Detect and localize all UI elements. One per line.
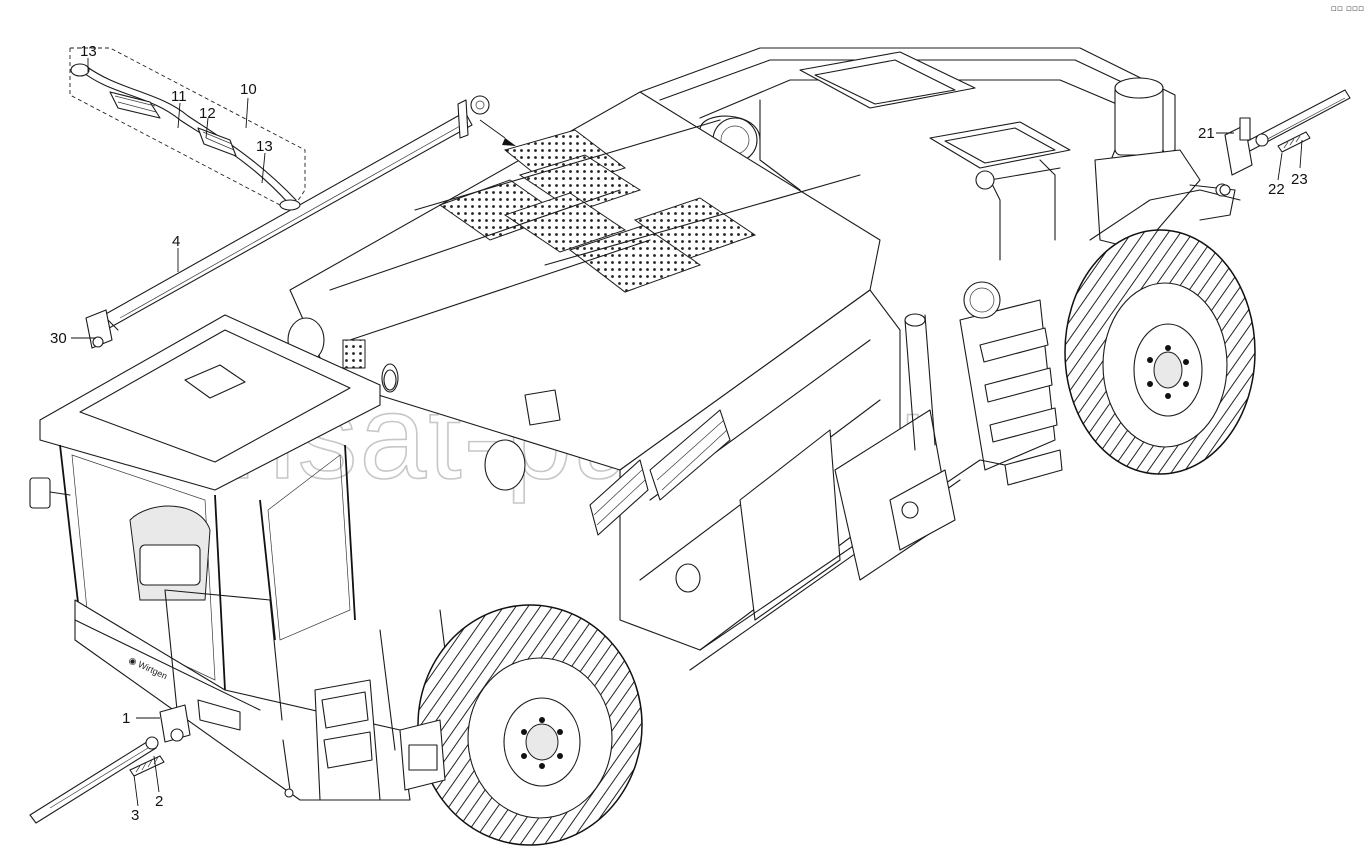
- machine-rear-frame: [639, 47, 1241, 261]
- callout-23: 23: [1291, 171, 1308, 188]
- rear-tow-bar: [1219, 89, 1351, 196]
- operator-cab: ◉ Wirtgen: [29, 314, 456, 801]
- side-ladder: [959, 299, 1063, 486]
- machine-body: [287, 91, 1063, 671]
- front-tow-bar: [29, 736, 165, 824]
- rear-right-wheel: [1064, 229, 1256, 475]
- corner-mark: ▫▫ ▫▫▫: [1330, 4, 1364, 14]
- tow-bar: [85, 95, 516, 349]
- callout-2: 2: [155, 793, 163, 810]
- callout-11: 11: [171, 88, 187, 105]
- tow-rope-detail: [69, 47, 306, 211]
- callout-4: 4: [172, 233, 180, 250]
- callout-22: 22: [1268, 181, 1285, 198]
- callout-13-bottom: 13: [256, 138, 273, 155]
- callout-3: 3: [131, 807, 139, 824]
- front-right-wheel: [399, 604, 643, 846]
- callout-labels: 13 11 12 10 13 4 30 1 2 3 21 22 23: [50, 43, 1308, 824]
- callout-12: 12: [199, 105, 216, 122]
- callout-leaders: [71, 58, 1303, 807]
- callout-10: 10: [240, 81, 257, 98]
- callout-13-top: 13: [80, 43, 97, 60]
- callout-1: 1: [122, 710, 130, 727]
- callout-21: 21: [1198, 125, 1215, 142]
- callout-30: 30: [50, 330, 67, 347]
